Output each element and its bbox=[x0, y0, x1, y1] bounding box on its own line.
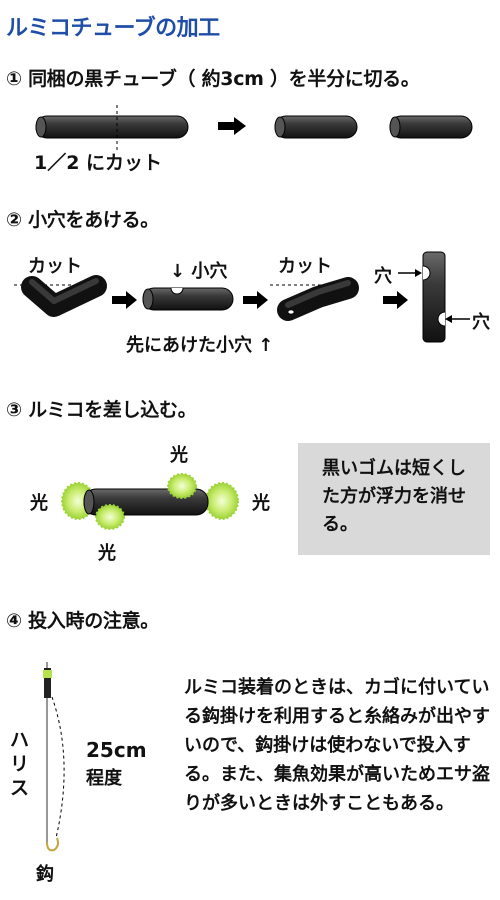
caution-paragraph: ルミコ装着のときは、カゴに付いている鈎掛けを利用すると糸絡みが出やすいので、鈎掛… bbox=[184, 677, 490, 814]
hole-label-right: 穴 bbox=[472, 312, 490, 333]
step2-arrow-3 bbox=[383, 291, 408, 309]
step1-heading: ① 同梱の黒チューブ（ 約3cm ）を半分に切る。 bbox=[6, 68, 420, 90]
hole-label-left: 穴 bbox=[374, 266, 392, 287]
hook-label: 鈎 bbox=[36, 864, 54, 885]
glow-bottom bbox=[95, 504, 125, 530]
bent-tube-1 bbox=[21, 275, 107, 317]
small-hole-label: ↓ 小穴 bbox=[170, 261, 228, 282]
harisu-label: ハリス bbox=[10, 729, 30, 799]
step2-arrow-2 bbox=[243, 291, 268, 309]
vertical-tube bbox=[422, 251, 446, 343]
page-title: ルミコチューブの加工 bbox=[6, 16, 220, 41]
light-label-bottom: 光 bbox=[98, 543, 116, 564]
buoyancy-note: 黒いゴムは短くした方が浮力を消せる。 bbox=[322, 458, 466, 535]
step2-arrow-1 bbox=[112, 291, 137, 309]
step2-heading: ② 小穴をあける。 bbox=[6, 209, 160, 231]
hole-pointer-left bbox=[398, 269, 422, 277]
step1-half-tube-2 bbox=[389, 115, 473, 139]
cut-label-2: カット bbox=[278, 256, 332, 277]
glow-right bbox=[205, 482, 239, 520]
note-box bbox=[298, 443, 490, 555]
tube-with-small-hole bbox=[142, 287, 234, 311]
light-label-left: 光 bbox=[30, 493, 48, 514]
hole-pointer-right bbox=[445, 315, 470, 323]
float-line-diagram bbox=[43, 662, 65, 852]
light-label-top: 光 bbox=[170, 445, 188, 466]
glow-top bbox=[167, 473, 197, 499]
step3-heading: ③ ルミコを差し込む。 bbox=[6, 399, 197, 421]
step1-long-tube bbox=[35, 115, 189, 139]
prior-hole-label: 先にあけた小穴 ↑ bbox=[126, 335, 274, 356]
length-label: 25cm bbox=[86, 738, 147, 762]
half-cut-label: 1／2 にカット bbox=[34, 152, 163, 174]
step4-heading: ④ 投入時の注意。 bbox=[6, 610, 160, 632]
bent-tube-2 bbox=[277, 277, 359, 321]
length-sub-label: 程度 bbox=[86, 768, 122, 789]
light-label-right: 光 bbox=[252, 493, 270, 514]
step1-arrow bbox=[218, 117, 246, 135]
step1-half-tube-1 bbox=[274, 115, 358, 139]
cut-label-1: カット bbox=[28, 256, 82, 277]
